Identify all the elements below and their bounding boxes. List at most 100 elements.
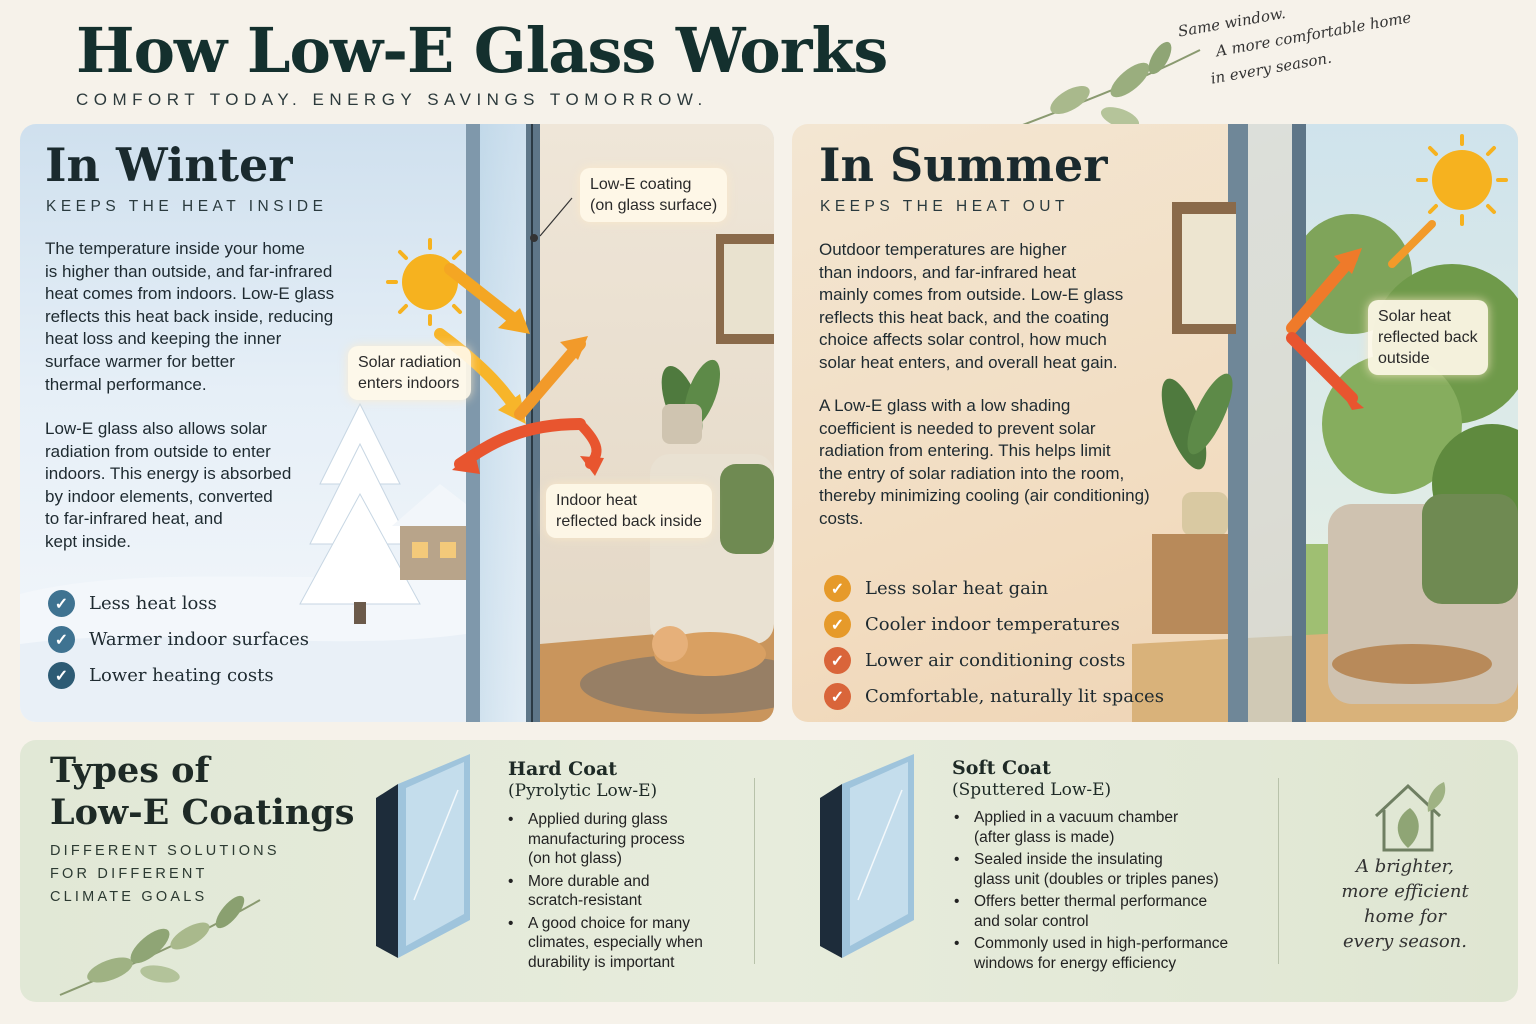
text-line: The temperature inside your home [45, 239, 305, 258]
callout-line: enters indoors [358, 375, 460, 392]
hard-coat-list: Applied during glass manufacturing proces… [506, 810, 746, 975]
kicker-line: FOR DIFFERENT [50, 866, 208, 882]
text-line: is higher than outside, and far-infrared [45, 261, 333, 281]
check-icon: ✓ [48, 662, 75, 689]
summer-kicker: KEEPS THE HEAT OUT [820, 198, 1069, 215]
text-line: radiation from outside to enter [45, 441, 271, 461]
callout-line: Indoor heat [556, 492, 637, 509]
callout-line: (on glass surface) [590, 197, 718, 214]
list-item: ✓Less heat loss [48, 588, 309, 619]
winter-title: In Winter [45, 138, 293, 192]
item-line: glass unit (doubles or triples panes) [974, 870, 1219, 888]
callout-line: outside [1378, 350, 1430, 367]
list-item: A good choice for many climates, especial… [506, 914, 746, 973]
closing-line: home for [1364, 906, 1446, 927]
list-item: Offers better thermal performance and sol… [952, 892, 1272, 931]
leaf-icon [59, 895, 261, 996]
check-icon: ✓ [48, 626, 75, 653]
item-line: A good choice for many [528, 914, 690, 932]
summer-benefits-list: ✓Less solar heat gain ✓Cooler indoor tem… [824, 573, 1164, 717]
benefit-label: Warmer indoor surfaces [89, 629, 309, 650]
text-line: thermal performance. [45, 374, 207, 394]
coating-types-panel: Types of Low-E Coatings DIFFERENT SOLUTI… [20, 740, 1518, 1002]
list-item: ✓Less solar heat gain [824, 573, 1164, 604]
tagline: Same window. A more comfortable home in … [1170, 0, 1481, 109]
sun-icon [402, 254, 458, 310]
item-line: (after glass is made) [974, 828, 1115, 846]
list-item: Sealed inside the insulating glass unit (… [952, 850, 1272, 889]
winter-panel: In Winter KEEPS THE HEAT INSIDE The temp… [20, 124, 774, 722]
coat-name: Soft Coat [952, 757, 1051, 779]
summer-paragraph-1: Outdoor temperatures are higher than ind… [819, 239, 1179, 375]
item-line: durability is important [528, 953, 675, 971]
callout-low-e-coating: Low-E coating (on glass surface) [580, 168, 728, 222]
glass-pane-icon [820, 754, 914, 958]
winter-paragraph-2: Low-E glass also allows solar radiation … [45, 418, 365, 554]
list-item: ✓Lower air conditioning costs [824, 645, 1164, 676]
text-line: the entry of solar radiation into the ro… [819, 463, 1125, 483]
item-line: More durable and [528, 872, 650, 890]
check-icon: ✓ [824, 683, 851, 710]
item-line: (on hot glass) [528, 850, 622, 867]
kicker-line: DIFFERENT SOLUTIONS [50, 843, 280, 859]
callout-line: Low-E coating [590, 176, 692, 193]
text-line: Low-E glass also allows solar [45, 419, 268, 438]
closing-line: every season. [1343, 931, 1467, 952]
text-line: heat loss and keeping the inner [45, 329, 282, 349]
benefit-label: Comfortable, naturally lit spaces [865, 686, 1164, 707]
item-line: and solar control [974, 912, 1089, 930]
types-kicker: DIFFERENT SOLUTIONS FOR DIFFERENT CLIMAT… [50, 840, 280, 909]
list-item: ✓ Lower heating costs [48, 660, 309, 691]
leaf-icon [1009, 41, 1201, 131]
item-line: scratch-resistant [528, 892, 642, 909]
text-line: choice affects solar control, how much [819, 330, 1107, 350]
title-line: Types of [50, 750, 210, 791]
text-line: solar heat enters, and overall heat gain… [819, 352, 1118, 372]
check-icon: ✓ [48, 590, 75, 617]
kicker-line: CLIMATE GOALS [50, 889, 208, 905]
summer-scene [1132, 124, 1518, 722]
winter-paragraph-1: The temperature inside your home is high… [45, 238, 365, 396]
benefit-label: Less solar heat gain [865, 578, 1049, 599]
house-leaf-icon [1374, 782, 1446, 852]
callout-line: Solar radiation [358, 354, 462, 371]
page-title: How Low-E Glass Works [76, 14, 888, 87]
callout-line: reflected back [1378, 329, 1478, 346]
benefit-label: Lower heating costs [89, 665, 274, 686]
winter-kicker: KEEPS THE HEAT INSIDE [46, 198, 328, 215]
text-line: than indoors, and far-infrared heat [819, 262, 1077, 282]
check-icon: ✓ [824, 647, 851, 674]
callout-indoor-heat: Indoor heat reflected back inside [546, 484, 712, 538]
hard-coat-title: Hard Coat (Pyrolytic Low-E) [508, 758, 657, 802]
item-line: Applied during glass [528, 811, 668, 828]
types-title: Types of Low-E Coatings [50, 750, 354, 834]
text-line: kept inside. [45, 531, 131, 551]
text-line: A Low-E glass with a low shading [819, 396, 1071, 415]
text-line: coefficient is needed to prevent solar [819, 418, 1096, 438]
item-line: Commonly used in high-performance [974, 935, 1229, 952]
title-line: Low-E Coatings [50, 792, 355, 833]
list-item: ✓ Warmer indoor surfaces [48, 624, 309, 655]
text-line: reflects this heat back, and the coating [819, 307, 1110, 327]
closing-line: more efficient [1341, 881, 1469, 902]
callout-line: Solar heat [1378, 308, 1451, 325]
check-icon: ✓ [824, 611, 851, 638]
summer-paragraph-2: A Low-E glass with a low shading coeffic… [819, 395, 1179, 531]
item-line: manufacturing process [528, 830, 685, 848]
sun-icon [1432, 150, 1492, 210]
text-line: by indoor elements, converted [45, 486, 273, 506]
item-line: climates, especially when [528, 934, 703, 951]
item-line: Offers better thermal performance [974, 893, 1208, 910]
list-item: Applied in a vacuum chamber(after glass … [952, 808, 1272, 847]
text-line: to far-infrared heat, and [45, 509, 223, 529]
winter-scene [20, 124, 774, 722]
list-item: Commonly used in high-performancewindows… [952, 934, 1272, 973]
list-item: ✓ Cooler indoor temperatures [824, 609, 1164, 640]
coat-name: Hard Coat [508, 758, 618, 780]
item-line: Sealed inside the insulating [974, 851, 1163, 868]
benefit-label: Cooler indoor temperatures [865, 614, 1120, 635]
closing-message: A brighter, more efficient home for ever… [1320, 854, 1490, 954]
winter-benefits-list: ✓Less heat loss ✓Warmer indoor surfaces … [48, 588, 309, 696]
page-subtitle: COMFORT TODAY. ENERGY SAVINGS TOMORROW. [76, 90, 708, 109]
text-line: surface warmer for better [45, 351, 235, 371]
